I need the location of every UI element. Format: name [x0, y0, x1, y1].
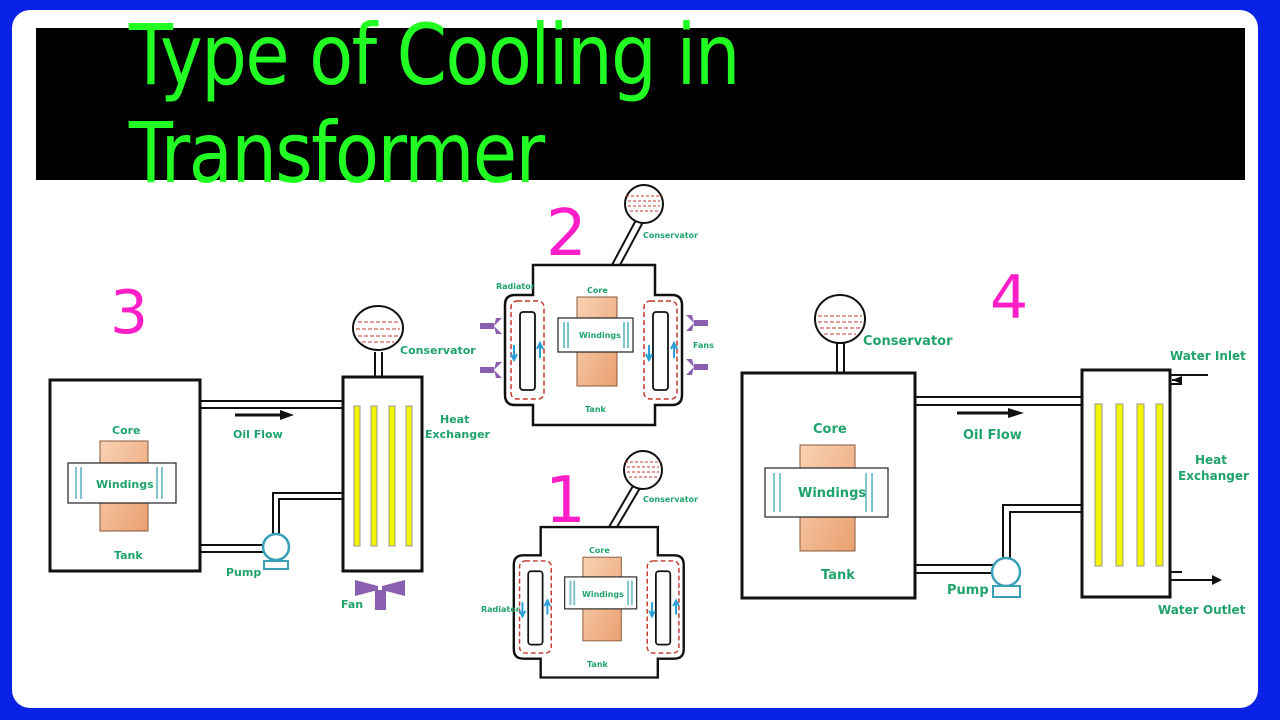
conservator	[352, 305, 404, 351]
label-fans: Fans	[693, 341, 714, 350]
label-windings: Windings	[582, 590, 624, 599]
windings	[764, 467, 889, 518]
conservator	[814, 294, 866, 344]
label-windings: Windings	[579, 331, 621, 340]
water-outlet-arrow-icon	[1212, 575, 1222, 585]
label-core: Core	[587, 286, 608, 295]
label-tank: Tank	[585, 405, 607, 414]
label-pump: Pump	[947, 583, 989, 598]
oil-pipes	[915, 396, 1082, 574]
label-windings: Windings	[798, 486, 866, 501]
label-fan: Fan	[341, 598, 363, 611]
label-core: Core	[813, 422, 847, 437]
label-conservator: Conservator	[643, 495, 698, 504]
label-water-inlet: Water Inlet	[1170, 349, 1246, 363]
label-tank: Tank	[821, 568, 855, 583]
label-core: Core	[589, 546, 610, 555]
diagram-number: 2	[546, 197, 587, 271]
label-tank: Tank	[114, 549, 143, 562]
diagram-3-forced-oil-air: 3 Core Windings Tank Oil Flow Conservato…	[48, 278, 491, 611]
label-pump: Pump	[226, 566, 261, 579]
conservator	[623, 450, 663, 490]
diagram-number: 4	[990, 263, 1028, 333]
label-radiator: Radiator	[496, 282, 535, 291]
pump-icon	[990, 556, 1022, 598]
diagram-2-oil-natural-air-forced: 2 Radiator Core Windings Tank Conservato…	[480, 184, 714, 427]
oil-pipes	[200, 400, 343, 553]
pump-icon	[261, 532, 291, 570]
label-heat: Heat	[440, 413, 469, 426]
label-tank: Tank	[587, 660, 609, 669]
label-exchanger: Exchanger	[1178, 469, 1249, 483]
water-inlet-arrow-icon	[1172, 376, 1182, 384]
label-oil-flow: Oil Flow	[233, 428, 283, 441]
fan-icon	[355, 580, 405, 610]
conservator	[624, 184, 664, 224]
label-radiator: Radiator	[481, 605, 520, 614]
diagram-number: 1	[545, 464, 586, 538]
title-bar: Type of Cooling in Transformer	[36, 6, 1245, 202]
label-conservator: Conservator	[643, 231, 698, 240]
label-oil-flow: Oil Flow	[963, 428, 1022, 443]
label-windings: Windings	[96, 478, 154, 491]
diagram-number: 3	[110, 278, 148, 348]
label-conservator: Conservator	[863, 334, 953, 349]
label-heat: Heat	[1195, 453, 1227, 467]
label-exchanger: Exchanger	[425, 428, 491, 441]
diagram-4-forced-oil-water: 4 Conservator Core Windings Tank Oil Flo…	[740, 263, 1249, 617]
diagram-1-oil-natural-air-natural: 1 Radiator Core Windings Tank Conservato…	[481, 450, 698, 679]
arrow-icon	[1008, 408, 1024, 418]
arrow-icon	[280, 410, 294, 420]
label-water-outlet: Water Outlet	[1158, 603, 1246, 617]
label-core: Core	[112, 424, 141, 437]
label-conservator: Conservator	[400, 344, 476, 357]
